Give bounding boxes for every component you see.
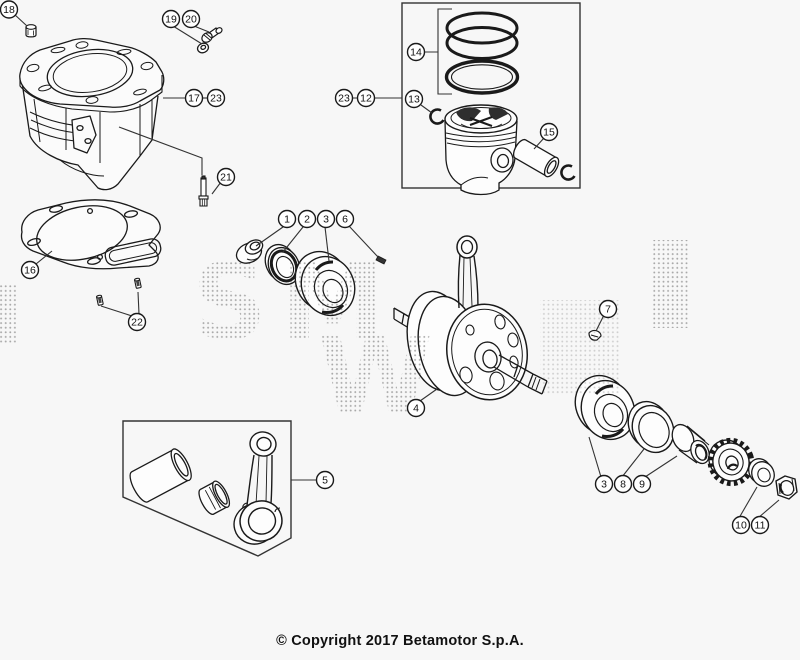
svg-text:13: 13 [408, 94, 420, 106]
callout-21[interactable]: 21 [216, 167, 236, 187]
svg-text:21: 21 [220, 172, 232, 184]
svg-text:15: 15 [543, 127, 555, 139]
copyright-text: © Copyright 2017 Betamotor S.p.A. [276, 633, 524, 649]
svg-text:23: 23 [210, 93, 222, 105]
svg-text:9: 9 [639, 479, 645, 491]
washer-10 [748, 458, 775, 487]
svg-text:14: 14 [410, 47, 422, 59]
callout-17[interactable]: 17 [184, 88, 204, 108]
base-gasket-16 [20, 199, 162, 270]
svg-text:5: 5 [322, 475, 328, 487]
shim-ring-8 [627, 400, 675, 454]
callout-10[interactable]: 10 [731, 515, 751, 535]
callout-23a[interactable]: 23 [206, 88, 226, 108]
svg-text:16: 16 [24, 265, 36, 277]
svg-text:SM: SM [192, 241, 398, 363]
svg-text:17: 17 [188, 93, 200, 105]
piston-pin-15 [512, 138, 560, 178]
cylinder-drawing [19, 37, 165, 191]
svg-text:23: 23 [338, 93, 350, 105]
svg-text:W: W [318, 315, 433, 437]
svg-text:3: 3 [323, 214, 329, 226]
callout-5[interactable]: 5 [315, 470, 335, 490]
callouts: 18 19 20 17 23 21 16 22 23 12 14 13 15 1… [0, 0, 770, 535]
svg-text:4: 4 [413, 403, 419, 415]
callout-13[interactable]: 13 [404, 89, 424, 109]
stud-bolt-21 [198, 175, 209, 207]
svg-text:11: 11 [755, 520, 766, 532]
washer-19 [196, 42, 210, 54]
callout-11[interactable]: 11 [750, 515, 770, 535]
callout-6[interactable]: 6 [335, 209, 355, 229]
callout-8[interactable]: 8 [613, 474, 633, 494]
svg-text:1: 1 [284, 214, 290, 226]
svg-text:2: 2 [304, 214, 310, 226]
callout-9[interactable]: 9 [632, 474, 652, 494]
svg-text:7: 7 [605, 304, 611, 316]
svg-text:3: 3 [601, 479, 607, 491]
conrod-kit-box [122, 420, 292, 557]
callout-12[interactable]: 12 [356, 88, 376, 108]
dowel-pins-22 [96, 277, 142, 306]
callout-16[interactable]: 16 [20, 260, 40, 280]
crank-pin [129, 448, 192, 503]
callout-4[interactable]: 4 [406, 398, 426, 418]
dowel-bushing-18 [25, 24, 37, 38]
circlip-13 [429, 108, 445, 125]
svg-text:12: 12 [360, 93, 372, 105]
callout-18[interactable]: 18 [0, 0, 19, 19]
callout-20[interactable]: 20 [181, 9, 201, 29]
callout-15[interactable]: 15 [539, 122, 559, 142]
callout-19[interactable]: 19 [161, 9, 181, 29]
callout-3b[interactable]: 3 [594, 474, 614, 494]
svg-text:20: 20 [185, 14, 197, 26]
svg-text:6: 6 [342, 214, 348, 226]
svg-text:8: 8 [620, 479, 626, 491]
callout-2[interactable]: 2 [297, 209, 317, 229]
hex-nut-11 [775, 475, 798, 500]
callout-23b[interactable]: 23 [334, 88, 354, 108]
callout-3a[interactable]: 3 [316, 209, 336, 229]
svg-text:19: 19 [165, 14, 177, 26]
main-bearing-3 [294, 250, 356, 317]
halftone-watermark: SM W [0, 240, 690, 437]
crankshaft-drawing [393, 235, 548, 401]
svg-text:18: 18 [3, 4, 15, 16]
callout-14[interactable]: 14 [406, 42, 426, 62]
primary-gear [707, 437, 755, 487]
seal-ring-2 [264, 243, 301, 286]
circlip-15b [560, 164, 576, 181]
needle-cage [198, 480, 231, 515]
piston-drawing [444, 104, 518, 196]
callout-7[interactable]: 7 [598, 299, 618, 319]
piston-rings-14 [444, 11, 520, 95]
bolt-20 [201, 27, 223, 43]
spacer-collar-9 [671, 423, 710, 465]
callout-22[interactable]: 22 [127, 312, 147, 332]
set-screw-6 [375, 255, 387, 265]
connecting-rod-kit [233, 431, 283, 545]
leader-lines [13, 13, 780, 519]
callout-1[interactable]: 1 [277, 209, 297, 229]
svg-text:10: 10 [735, 520, 747, 532]
svg-text:22: 22 [131, 317, 143, 329]
spacer-nut-1 [235, 239, 264, 264]
bracket-14 [424, 8, 452, 95]
